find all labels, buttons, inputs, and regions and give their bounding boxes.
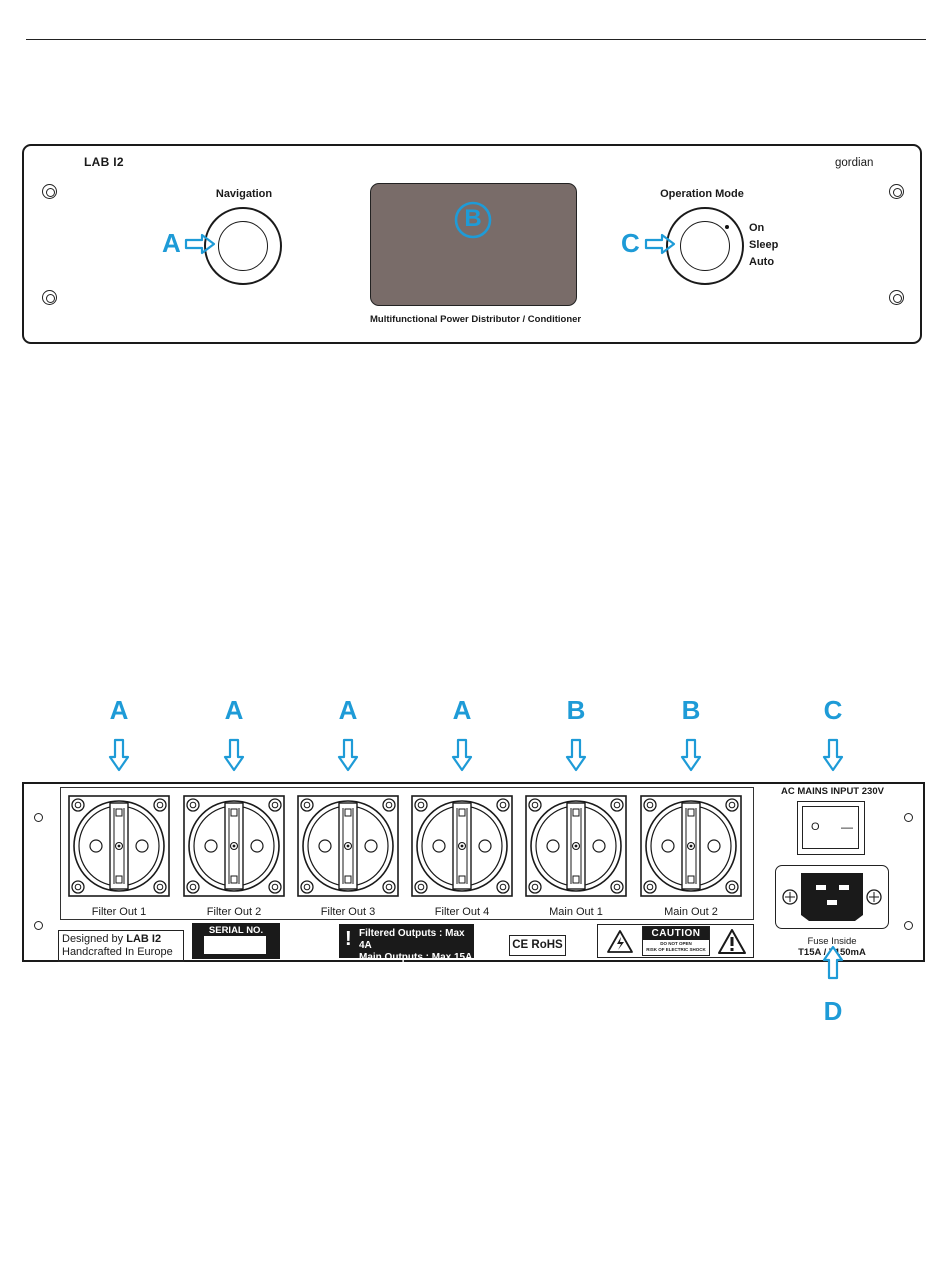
serial-number-plate: SERIAL NO. — [192, 923, 280, 959]
navigation-knob[interactable] — [204, 207, 282, 285]
callout-d-rear: D — [823, 996, 843, 1026]
ce-rohs-mark: CE RoHS — [509, 935, 566, 956]
switch-on-symbol: — — [841, 820, 853, 834]
output-limits-label: ! Filtered Outputs : Max 4A Main Outputs… — [339, 924, 474, 963]
callout-a-rear-3: A — [338, 695, 358, 725]
mount-hole-icon — [904, 921, 913, 930]
socket-label: Filter Out 1 — [91, 906, 147, 918]
mode-auto-label: Auto — [749, 256, 775, 268]
socket-filter-out-4[interactable] — [411, 795, 513, 897]
callout-b-rear-2: B — [681, 695, 701, 725]
operation-mode-label: Operation Mode — [660, 188, 744, 200]
handcrafted-text: Handcrafted In Europe — [62, 946, 173, 958]
caution-line-2: RISK OF ELECTRIC SHOCK — [646, 947, 706, 952]
socket-filter-out-1[interactable] — [68, 795, 170, 897]
power-switch[interactable]: O — — [797, 801, 865, 855]
serial-label: SERIAL NO. — [208, 925, 264, 936]
socket-label: Filter Out 4 — [434, 906, 490, 918]
arrow-down-icon — [223, 738, 245, 772]
arrow-down-icon — [108, 738, 130, 772]
screw-icon — [42, 184, 57, 199]
arrow-down-icon — [680, 738, 702, 772]
designed-by-label: Designed by LAB I2 Handcrafted In Europe — [58, 930, 184, 962]
operation-mode-knob-center — [680, 221, 730, 271]
mode-on-label: On — [749, 222, 765, 234]
socket-main-out-2[interactable] — [640, 795, 742, 897]
caution-label: CAUTION DO NOT OPEN RISK OF ELECTRIC SHO… — [597, 924, 754, 958]
arrow-down-icon — [565, 738, 587, 772]
arrow-down-icon — [337, 738, 359, 772]
electric-shock-warning-icon — [607, 930, 633, 953]
product-caption: Multifunctional Power Distributor / Cond… — [370, 314, 582, 325]
caution-title: CAUTION — [643, 927, 709, 940]
callout-b-front: B — [464, 205, 482, 232]
arrow-up-icon — [822, 945, 844, 980]
arrow-down-icon — [822, 738, 844, 772]
socket-filter-out-2[interactable] — [183, 795, 285, 897]
warning-exclamation-icon: ! — [345, 928, 352, 950]
socket-filter-out-3[interactable] — [297, 795, 399, 897]
callout-a-front: A — [162, 228, 181, 258]
callout-c-rear: C — [823, 695, 843, 725]
navigation-label: Navigation — [215, 188, 273, 200]
serial-number-field — [204, 936, 266, 954]
callout-a-rear-1: A — [109, 695, 129, 725]
main-outputs-text: Main Outputs : Max 15A — [359, 952, 473, 963]
screw-icon — [42, 290, 57, 305]
socket-main-out-1[interactable] — [525, 795, 627, 897]
screw-icon — [889, 290, 904, 305]
iec-inlet-housing — [775, 865, 889, 929]
operation-mode-knob[interactable] — [666, 207, 744, 285]
socket-label: Main Out 1 — [549, 906, 603, 918]
callout-c-front: C — [621, 228, 640, 258]
top-rule — [26, 39, 926, 40]
caution-line-1: DO NOT OPEN — [660, 941, 692, 946]
socket-label: Filter Out 3 — [320, 906, 376, 918]
caution-text-block: CAUTION DO NOT OPEN RISK OF ELECTRIC SHO… — [642, 926, 710, 956]
ac-input-label: AC MAINS INPUT 230V — [781, 786, 884, 797]
arrow-right-icon — [644, 233, 676, 255]
model-name: gordian — [835, 157, 874, 169]
mount-hole-icon — [34, 921, 43, 930]
rear-panel — [22, 782, 925, 962]
mount-hole-icon — [34, 813, 43, 822]
arrow-down-icon — [451, 738, 473, 772]
mode-indicator-dot — [725, 225, 729, 229]
designed-by-brand: LAB I2 — [126, 933, 162, 945]
exclamation-warning-icon — [718, 929, 746, 954]
mount-hole-icon — [904, 813, 913, 822]
socket-label: Filter Out 2 — [206, 906, 262, 918]
mode-sleep-label: Sleep — [749, 239, 779, 251]
switch-off-symbol: O — [811, 821, 820, 833]
iec-inlet-icon[interactable] — [775, 865, 889, 929]
designed-by-text: Designed by — [62, 933, 124, 945]
callout-b-circle-icon — [454, 201, 492, 239]
callout-b-rear-1: B — [566, 695, 586, 725]
socket-label: Main Out 2 — [664, 906, 718, 918]
power-switch-rocker — [802, 806, 859, 849]
filtered-outputs-text: Filtered Outputs : Max 4A — [359, 928, 465, 951]
callout-a-rear-2: A — [224, 695, 244, 725]
fuse-label: Fuse Inside — [807, 936, 857, 947]
brand-logo: LAB I2 — [84, 155, 124, 169]
arrow-right-icon — [184, 233, 216, 255]
callout-a-rear-4: A — [452, 695, 472, 725]
outlet-zone — [60, 787, 754, 920]
navigation-knob-center — [218, 221, 268, 271]
screw-icon — [889, 184, 904, 199]
